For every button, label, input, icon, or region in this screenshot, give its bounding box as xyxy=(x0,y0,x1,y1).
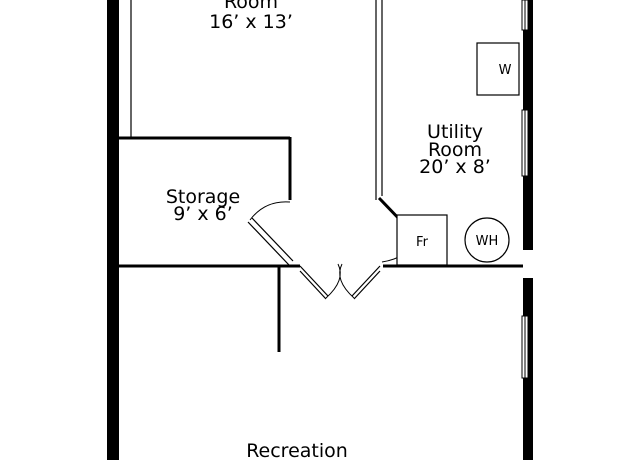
utility-room-name-line2: Room xyxy=(428,139,482,161)
windows xyxy=(521,0,529,379)
utility-room-size: 20’ x 8’ xyxy=(419,156,491,178)
furnace-box xyxy=(396,214,448,266)
water-heater-circle xyxy=(464,217,510,263)
water-heater-label: WH xyxy=(476,234,499,249)
top-room-name: Room xyxy=(224,0,278,13)
storage-door xyxy=(247,201,294,266)
top-room-walls xyxy=(130,0,383,200)
storage-name: Storage xyxy=(166,186,240,208)
top-room-size: 16’ x 13’ xyxy=(209,11,293,33)
hall-double-doors xyxy=(299,263,381,300)
washer-label: W xyxy=(499,63,512,78)
washer-box xyxy=(476,42,520,96)
left-exterior-wall xyxy=(107,0,119,460)
storage-walls xyxy=(119,136,300,268)
utility-room-name-line1: Utility xyxy=(427,121,483,143)
furnace-label: Fr xyxy=(416,235,429,250)
recreation-name: Recreation xyxy=(246,440,348,460)
storage-size: 9’ x 6’ xyxy=(173,203,233,225)
